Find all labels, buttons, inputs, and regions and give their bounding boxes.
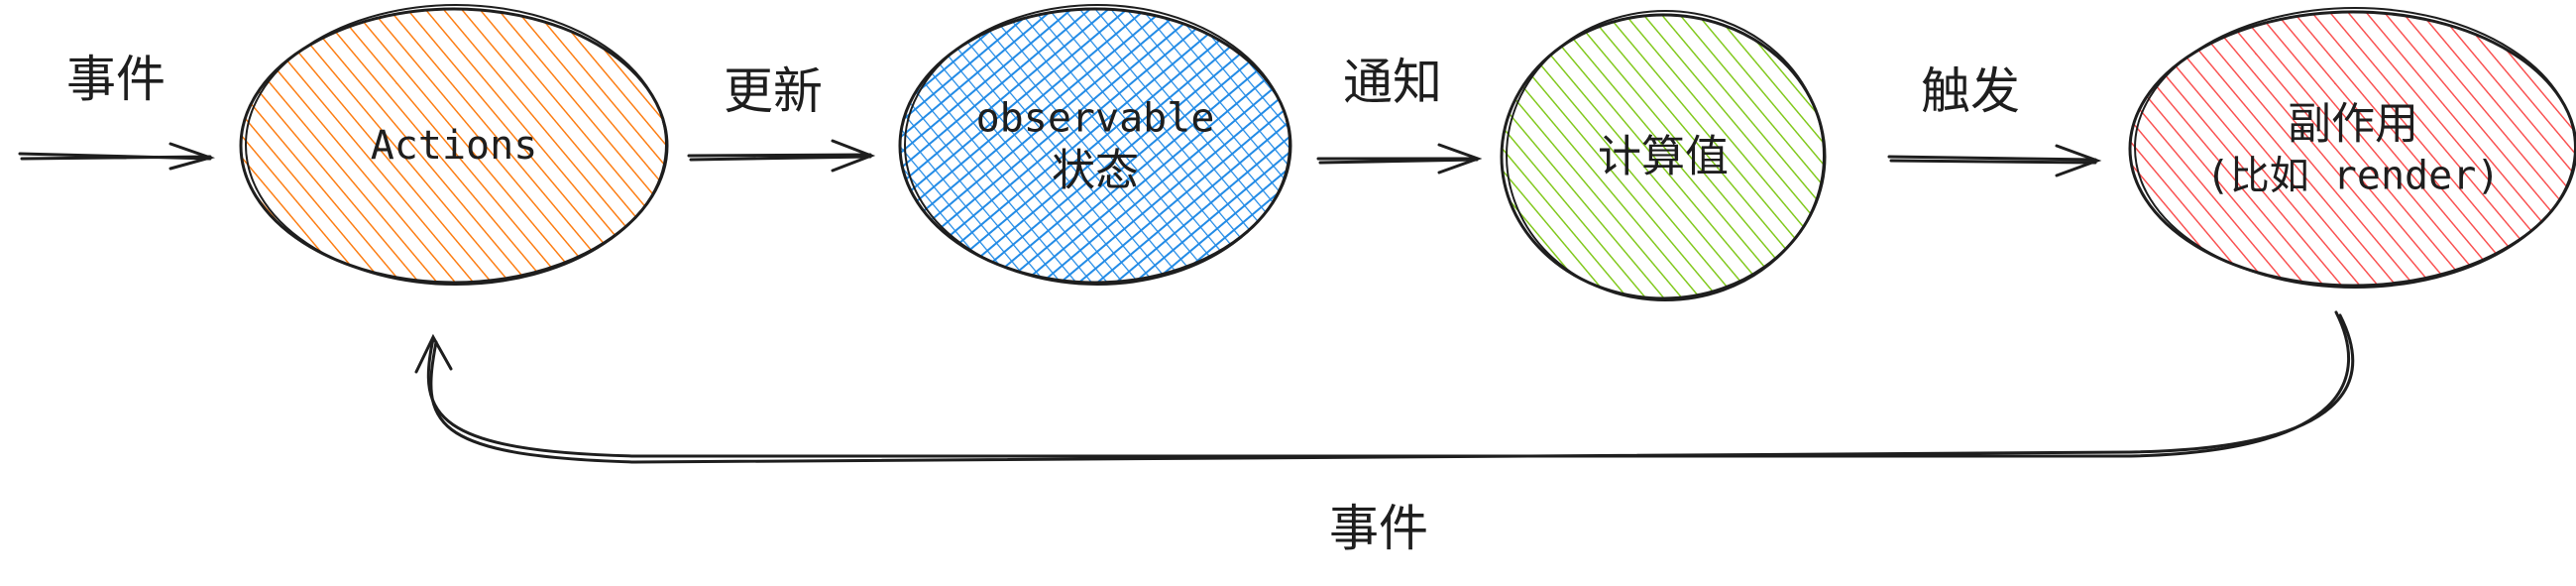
node-observable-label: observable 状态: [976, 94, 1215, 198]
node-observable-subtitle: 状态: [1051, 145, 1139, 196]
node-actions: [239, 4, 669, 286]
node-side-effects-subtitle: (比如 render): [2205, 153, 2501, 199]
arrow-notify: [1316, 143, 1483, 175]
arrow-event-return: [414, 310, 2355, 464]
node-actions-label: Actions: [370, 123, 538, 169]
node-observable: [898, 4, 1292, 286]
arrow-event-in: [18, 142, 216, 171]
arrow-trigger: [1887, 144, 2102, 177]
node-observable-title: observable: [975, 95, 1215, 142]
edge-label-trigger: 触发: [1921, 61, 2020, 120]
node-computed-label: 计算值: [1598, 131, 1729, 182]
node-side-effects: [2128, 7, 2576, 289]
node-computed: [1500, 10, 1827, 301]
node-side-effects-label: 副作用 (比如 render): [2206, 97, 2501, 201]
arrow-update: [687, 139, 876, 173]
edge-label-update: 更新: [724, 61, 823, 120]
edge-label-event-in: 事件: [66, 50, 166, 108]
edge-label-event-return: 事件: [1329, 499, 1428, 557]
node-side-effects-title: 副作用: [2288, 98, 2418, 150]
edge-label-notify: 通知: [1343, 53, 1442, 111]
